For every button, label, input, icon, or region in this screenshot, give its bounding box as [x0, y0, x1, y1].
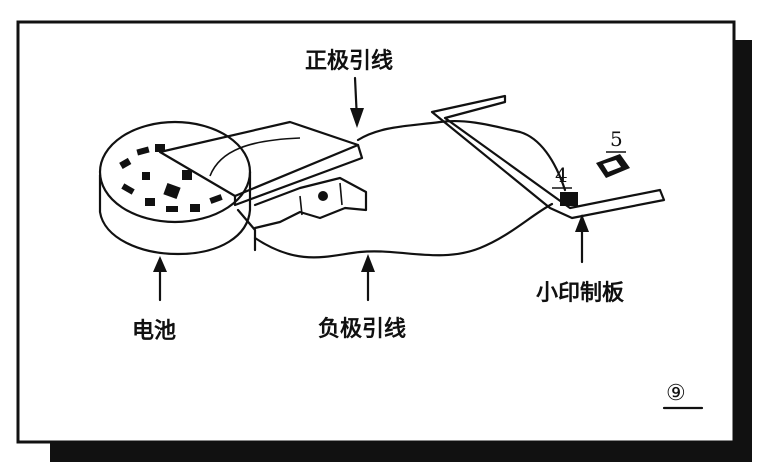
figure-number: ⑨	[666, 381, 686, 406]
positive-tab	[158, 120, 364, 207]
negative-lead-wire	[253, 202, 554, 259]
coin-battery	[98, 120, 257, 256]
pad-4-label: 4	[555, 163, 568, 187]
negative-clip	[253, 176, 368, 230]
callout-arrows	[153, 76, 589, 302]
positive-lead-wire	[356, 120, 567, 192]
battery-markings	[119, 144, 223, 212]
small-pcb	[430, 94, 666, 220]
pad-4	[560, 192, 578, 206]
positive-lead-label: 正极引线	[305, 48, 393, 74]
small-pcb-label: 小印制板	[536, 281, 625, 306]
card-frame	[16, 20, 736, 444]
pad-5-label: 5	[610, 127, 623, 151]
negative-lead-label: 负极引线	[318, 316, 406, 342]
battery-label: 电池	[132, 319, 176, 344]
